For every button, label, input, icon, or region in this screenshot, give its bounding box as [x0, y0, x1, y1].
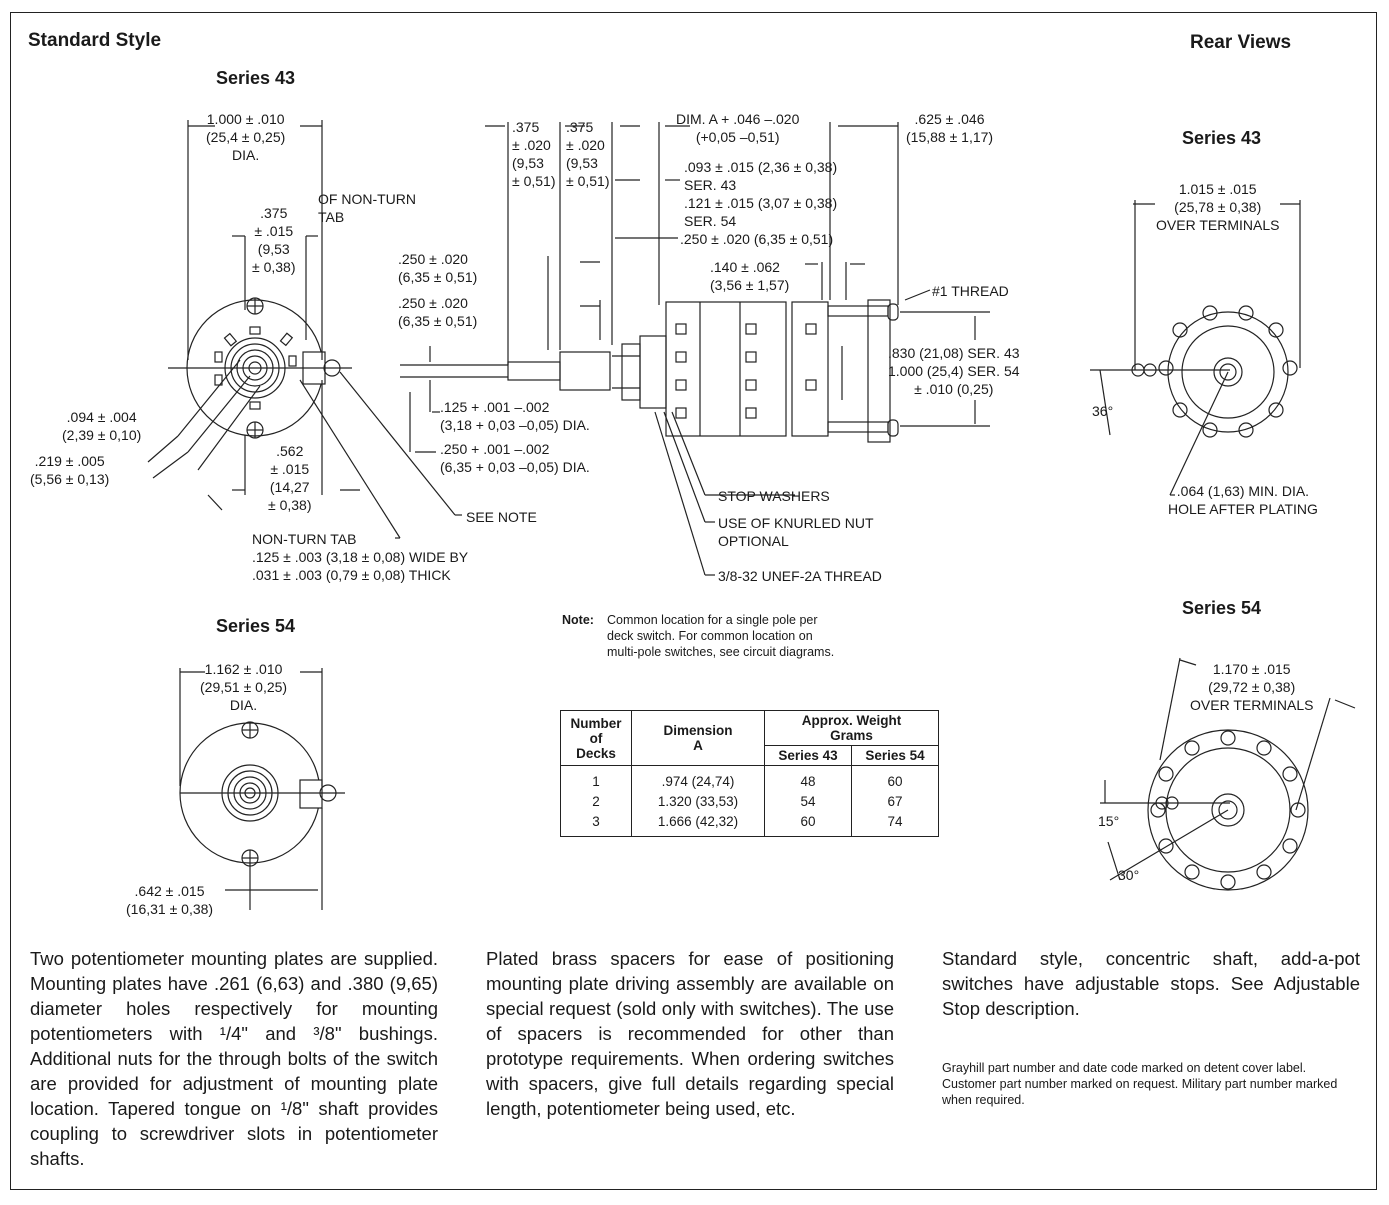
side-375a-dim: .375 ± .020 (9,53 ± 0,51)	[512, 119, 556, 189]
cell-s54: 74	[851, 812, 939, 837]
s43-diameter-dim: 1.000 ± .010 (25,4 ± 0,25) DIA.	[206, 111, 286, 163]
series54-rear-view	[1100, 657, 1356, 891]
cell-decks: 2	[560, 792, 632, 812]
series43-rear-view	[1090, 200, 1301, 496]
table-row: 1 .974 (24,74) 48 60	[560, 765, 939, 792]
paragraph-part-number: Grayhill part number and date code marke…	[942, 1061, 1338, 1107]
s54-642-dim: .642 ± .015 (16,31 ± 0,38)	[126, 883, 214, 917]
r54-angle-15: 15°	[1098, 813, 1120, 829]
paragraph-spacers: Plated brass spacers for ease of positio…	[486, 948, 894, 1119]
cell-decks: 1	[560, 765, 632, 792]
shaft-250-dim: .250 + .001 –.002 (6,35 + 0,03 –0,05) DI…	[440, 441, 590, 475]
th-dimension: Dimension A	[631, 710, 765, 766]
s43-219-dim: .219 ± .005 (5,56 ± 0,13)	[30, 453, 110, 487]
series54-rear-heading: Series 54	[1182, 598, 1262, 618]
s43-centerline-label: OF NON-TURN TAB	[318, 191, 416, 225]
r43-hole-dim: .064 (1,63) MIN. DIA. HOLE AFTER PLATING	[1168, 483, 1318, 517]
knurled-nut-label: USE OF KNURLED NUT OPTIONAL	[718, 515, 874, 549]
r43-over-terminals-dim: 1.015 ± .015 (25,78 ± 0,38) OVER TERMINA…	[1156, 181, 1280, 233]
non-turn-tab-label: NON-TURN TAB .125 ± .003 (3,18 ± 0,08) W…	[252, 531, 469, 583]
thread-1-label: #1 THREAD	[932, 283, 1009, 299]
s43-562-dim: .562 ± .015 (14,27 ± 0,38)	[268, 443, 312, 513]
paragraph-mounting-plates: Two potentiometer mounting plates are su…	[30, 948, 438, 1169]
cell-dim: 1.666 (42,32)	[631, 812, 765, 837]
th-weight: Approx. Weight Grams	[764, 710, 939, 746]
cell-s43: 60	[764, 812, 852, 837]
see-note-label: SEE NOTE	[466, 509, 537, 525]
th-decks: Number of Decks	[560, 710, 632, 766]
cell-dim: .974 (24,74)	[631, 765, 765, 792]
note-text: Common location for a single pole per de…	[607, 613, 835, 659]
side-830-dim: .830 (21,08) SER. 43 1.000 (25,4) SER. 5…	[888, 345, 1020, 397]
s43-tab-dim: .375 ± .015 (9,53 ± 0,38)	[252, 205, 296, 275]
series43-front-heading: Series 43	[216, 68, 296, 88]
side-375b-dim: .375 ± .020 (9,53 ± 0,51)	[566, 119, 610, 189]
table-row: 3 1.666 (42,32) 60 74	[560, 812, 939, 837]
weight-table: Number of Decks Dimension A Approx. Weig…	[560, 710, 939, 837]
cell-s43: 54	[764, 792, 852, 812]
cell-decks: 3	[560, 812, 632, 837]
cell-s54: 67	[851, 792, 939, 812]
rear-views-heading: Rear Views	[1190, 32, 1292, 53]
table-row: 2 1.320 (33,53) 54 67	[560, 792, 939, 812]
s43-094-dim: .094 ± .004 (2,39 ± 0,10)	[62, 409, 142, 443]
series43-rear-heading: Series 43	[1182, 128, 1262, 148]
side-view	[400, 122, 990, 576]
r43-angle-36: 36°	[1092, 403, 1114, 419]
series43-front-view	[147, 120, 462, 539]
r54-over-terminals-dim: 1.170 ± .015 (29,72 ± 0,38) OVER TERMINA…	[1190, 661, 1314, 713]
side-250b-dim: .250 ± .020 (6,35 ± 0,51)	[398, 295, 478, 329]
shaft-125-dim: .125 + .001 –.002 (3,18 + 0,03 –0,05) DI…	[440, 399, 590, 433]
side-140-dim: .140 ± .062 (3,56 ± 1,57)	[710, 259, 790, 293]
side-250c-dim: .250 ± .020 (6,35 ± 0,51)	[680, 231, 834, 247]
thread-38-label: 3/8-32 UNEF-2A THREAD	[718, 568, 882, 584]
paragraph-adjustable-stops: Standard style, concentric shaft, add-a-…	[942, 948, 1360, 1019]
side-625-dim: .625 ± .046 (15,88 ± 1,17)	[906, 111, 994, 145]
cell-s54: 60	[851, 765, 939, 792]
s54-diameter-dim: 1.162 ± .010 (29,51 ± 0,25) DIA.	[200, 661, 288, 713]
standard-style-heading: Standard Style	[28, 30, 162, 51]
series54-front-heading: Series 54	[216, 616, 296, 636]
dim-a-label: DIM. A + .046 –.020 (+0,05 –0,51)	[676, 111, 800, 145]
series54-front-view	[179, 668, 345, 910]
r54-angle-30: 30°	[1118, 867, 1140, 883]
side-250a-dim: .250 ± .020 (6,35 ± 0,51)	[398, 251, 478, 285]
th-series54: Series 54	[851, 745, 939, 766]
page-frame	[10, 12, 1377, 1190]
note-label: Note:	[562, 613, 594, 627]
cell-dim: 1.320 (33,53)	[631, 792, 765, 812]
side-093-dim: .093 ± .015 (2,36 ± 0,38) SER. 43 .121 ±…	[684, 159, 838, 229]
cell-s43: 48	[764, 765, 852, 792]
stop-washers-label: STOP WASHERS	[718, 488, 830, 504]
th-series43: Series 43	[764, 745, 852, 766]
